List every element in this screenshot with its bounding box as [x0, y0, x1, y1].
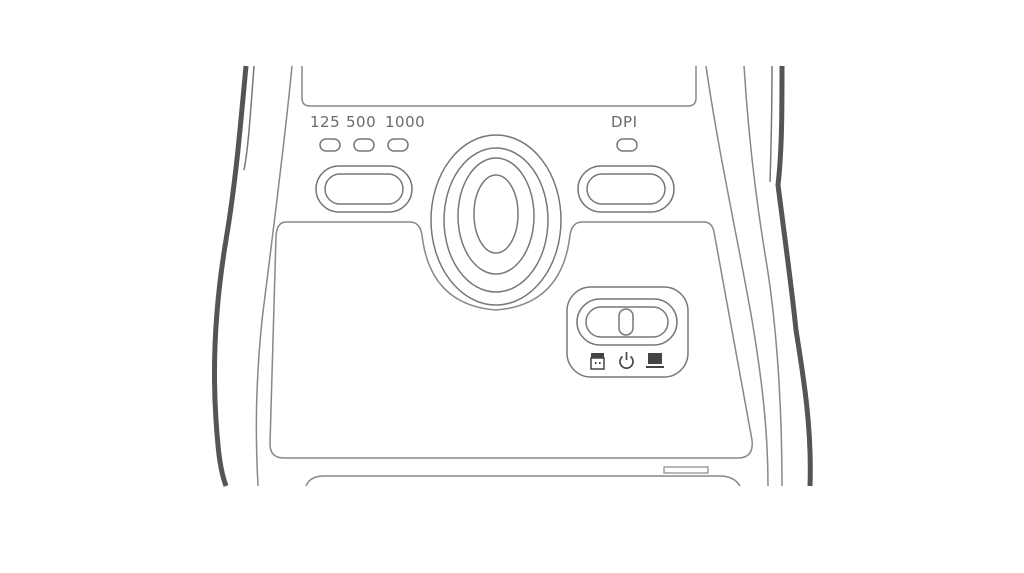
- mode-switch-track[interactable]: [585, 306, 669, 338]
- dpi-button-outer[interactable]: [577, 165, 675, 213]
- bottom-cover-edge: [305, 475, 741, 487]
- led-1000: [387, 138, 409, 152]
- sensor-lens: [473, 174, 519, 254]
- led-125: [319, 138, 341, 152]
- wired-mode-icon: [646, 353, 664, 368]
- dpi-label: DPI: [611, 113, 638, 131]
- sensor-ring-outer: [430, 134, 562, 306]
- body-panel-right: [705, 65, 769, 487]
- usb-dongle-icon: [590, 353, 605, 370]
- bottom-panel: [269, 221, 753, 459]
- body-inner-left: [243, 65, 255, 171]
- body-inner-right: [769, 65, 773, 183]
- sensor-ring-3: [457, 157, 535, 275]
- power-icon: [619, 352, 634, 369]
- led-500: [353, 138, 375, 152]
- mode-switch-track-outer[interactable]: [576, 298, 678, 346]
- mode-switch-housing: [566, 286, 689, 378]
- bottom-tab: [663, 466, 709, 474]
- sensor-ring-2: [443, 147, 549, 293]
- polling-rate-button[interactable]: [324, 173, 404, 205]
- body-shell-left: [211, 65, 249, 487]
- dpi-button[interactable]: [586, 173, 666, 205]
- top-panel: [301, 66, 697, 107]
- polling-label-1000: 1000: [385, 113, 426, 131]
- body-shell-right: [775, 65, 813, 487]
- polling-rate-button-outer[interactable]: [315, 165, 413, 213]
- mode-switch-knob[interactable]: [618, 308, 634, 336]
- led-dpi: [616, 138, 638, 152]
- polling-label-500: 500: [346, 113, 377, 131]
- body-edge-right: [743, 65, 783, 487]
- body-panel-left: [255, 65, 293, 487]
- polling-label-125: 125: [310, 113, 341, 131]
